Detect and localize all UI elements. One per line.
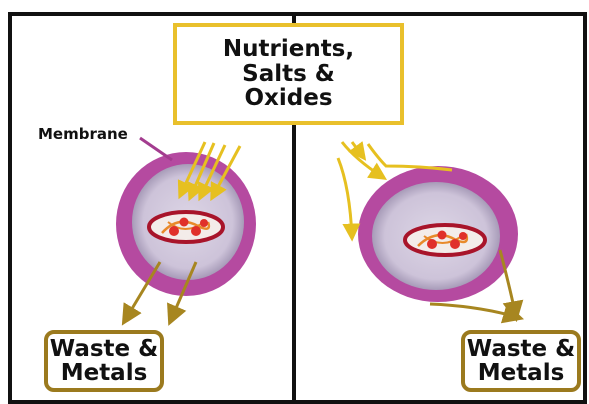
nutrients-box: Nutrients, Salts & Oxides [173,23,404,125]
membrane-leader-line [140,138,172,160]
title-line-3: Oxides [244,86,332,111]
title-line-2: Salts & [242,62,335,87]
waste-left-line-2: Metals [61,361,148,385]
membrane-label: Membrane [38,127,128,143]
waste-box-left: Waste & Metals [44,330,164,392]
waste-right-line-1: Waste & [467,337,575,361]
waste-right-line-2: Metals [478,361,565,385]
right-cell [338,142,520,318]
right-nucleus [405,225,485,255]
title-line-1: Nutrients, [223,37,354,62]
left-cell [116,138,256,322]
waste-left-line-1: Waste & [50,337,158,361]
waste-box-right: Waste & Metals [461,330,581,392]
left-nucleus [149,212,223,242]
